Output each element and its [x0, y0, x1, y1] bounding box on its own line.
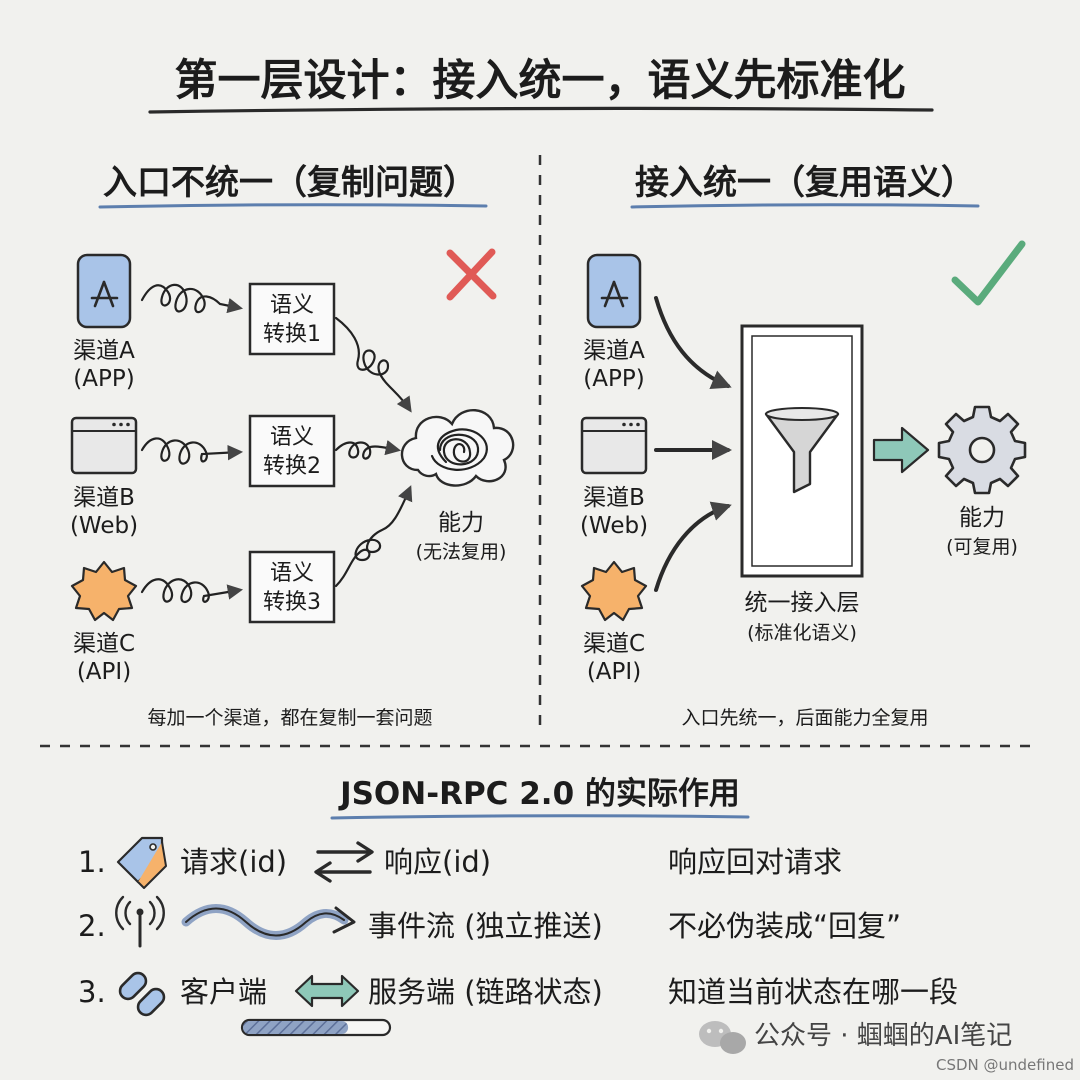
right-channel-a-name: 渠道A — [583, 338, 645, 364]
left-panel-title: 入口不统一（复制问题） — [103, 163, 477, 203]
right-channel-a-sub: (APP) — [583, 366, 644, 392]
row-3-num: 3. — [78, 975, 106, 1009]
swap-arrows-icon — [314, 841, 374, 883]
converter-3-line1: 语义 — [270, 561, 314, 586]
row-1-right: 响应(id) — [384, 845, 491, 879]
left-channel-a-sub: (APP) — [73, 366, 134, 392]
bottom-title: JSON-RPC 2.0 的实际作用 — [338, 776, 740, 812]
page-title: 第一层设计：接入统一，语义先标准化 — [175, 56, 906, 106]
converter-box-1: 语义 转换1 — [248, 282, 336, 356]
right-channel-b-sub: (Web) — [580, 513, 648, 539]
right-result-line2: (可复用) — [946, 536, 1018, 558]
funnel-icon — [764, 407, 840, 494]
row-2: 2. 事件流 (独立推送) 不必伪装成“回复” — [78, 895, 901, 948]
teal-arrow — [872, 426, 930, 474]
tangled-arrow-c — [140, 578, 244, 604]
left-channel-c-name: 渠道C — [73, 631, 135, 657]
title-underline — [148, 106, 934, 114]
app-store-icon-right — [586, 253, 642, 329]
right-channel-b-name: 渠道B — [583, 485, 645, 511]
left-channel-b-sub: (Web) — [70, 513, 138, 539]
converter-1-line1: 语义 — [270, 293, 314, 318]
cross-icon — [446, 248, 497, 301]
converter-3-line2: 转换3 — [263, 590, 321, 615]
left-panel: 入口不统一（复制问题） 渠道A (APP) 渠道B (Web) 渠道C ( — [70, 163, 515, 729]
row-2-desc: 不必伪装成“回复” — [668, 909, 901, 943]
wave-arrow-icon — [181, 904, 356, 940]
converter-2-line1: 语义 — [270, 425, 314, 450]
bottom-section: JSON-RPC 2.0 的实际作用 1. 请求(id) 响应(id) 响应回对… — [78, 776, 958, 1037]
csdn-watermark: CSDN @undefined — [936, 1056, 1074, 1074]
tangled-arrow-a — [140, 283, 244, 314]
converter-box-2: 语义 转换2 — [248, 414, 336, 488]
browser-window-icon-right — [580, 416, 648, 475]
row-1: 1. 请求(id) 响应(id) 响应回对请求 — [78, 836, 842, 889]
tangled-arrow-converter-3 — [334, 485, 413, 588]
row-3-left: 客户端 — [180, 975, 267, 1009]
tag-icon — [116, 836, 167, 889]
progress-fill — [243, 1021, 349, 1034]
row-2-right: 事件流 (独立推送) — [368, 909, 603, 943]
right-result-line1: 能力 — [959, 505, 1005, 531]
left-channel-b-name: 渠道B — [73, 485, 135, 511]
check-icon — [951, 240, 1026, 306]
api-badge-icon-right — [580, 560, 648, 622]
right-caption: 入口先统一，后面能力全复用 — [681, 707, 928, 729]
antenna-icon — [115, 895, 165, 948]
row-2-num: 2. — [78, 909, 106, 943]
bottom-title-underline — [330, 814, 750, 820]
tangled-arrow-b — [140, 437, 244, 465]
tangled-arrow-converter-2 — [334, 440, 402, 460]
smooth-arrow-a — [654, 296, 732, 389]
converter-box-3: 语义 转换3 — [248, 550, 336, 624]
layer-line2: (标准化语义) — [747, 622, 857, 644]
watermark-text: 公众号 · 蝈蝈的AI笔记 — [754, 1021, 1012, 1051]
layer-line1: 统一接入层 — [745, 590, 860, 616]
converter-1-line2: 转换1 — [263, 322, 321, 347]
row-1-desc: 响应回对请求 — [668, 845, 842, 879]
left-channel-a-name: 渠道A — [73, 338, 135, 364]
left-result-line2: (无法复用) — [416, 541, 507, 563]
browser-window-icon — [70, 416, 138, 475]
right-panel-title: 接入统一（复用语义） — [635, 163, 975, 203]
row-3-right: 服务端 (链路状态) — [368, 975, 603, 1009]
right-channel-c-sub: (API) — [587, 659, 641, 685]
right-channel-c-name: 渠道C — [583, 631, 645, 657]
right-title-underline — [630, 203, 980, 209]
app-store-icon — [76, 253, 132, 329]
left-result-line1: 能力 — [438, 510, 484, 536]
link-icon — [118, 971, 166, 1017]
wechat-icon — [699, 1021, 746, 1054]
left-channel-c-sub: (API) — [77, 659, 131, 685]
right-panel: 接入统一（复用语义） 渠道A (APP) 渠道B (Web) 渠道C (API) — [580, 163, 1027, 729]
row-3: 3. 客户端 服务端 (链路状态) 知道当前状态在哪一段 — [78, 971, 958, 1017]
unified-layer-box — [740, 324, 864, 578]
tangled-arrow-converter-1 — [334, 316, 412, 413]
gear-icon — [937, 405, 1027, 495]
api-badge-icon — [70, 560, 138, 622]
left-caption: 每加一个渠道，都在复制一套问题 — [147, 707, 432, 729]
progress-bar — [240, 1018, 392, 1037]
smooth-arrow-c — [654, 501, 732, 592]
row-1-num: 1. — [78, 845, 106, 879]
row-1-left: 请求(id) — [180, 845, 287, 879]
converter-2-line2: 转换2 — [263, 454, 321, 479]
left-title-underline — [98, 203, 488, 209]
row-3-desc: 知道当前状态在哪一段 — [668, 975, 958, 1009]
double-arrow-icon — [294, 974, 360, 1008]
tangled-cloud-icon — [400, 408, 515, 487]
